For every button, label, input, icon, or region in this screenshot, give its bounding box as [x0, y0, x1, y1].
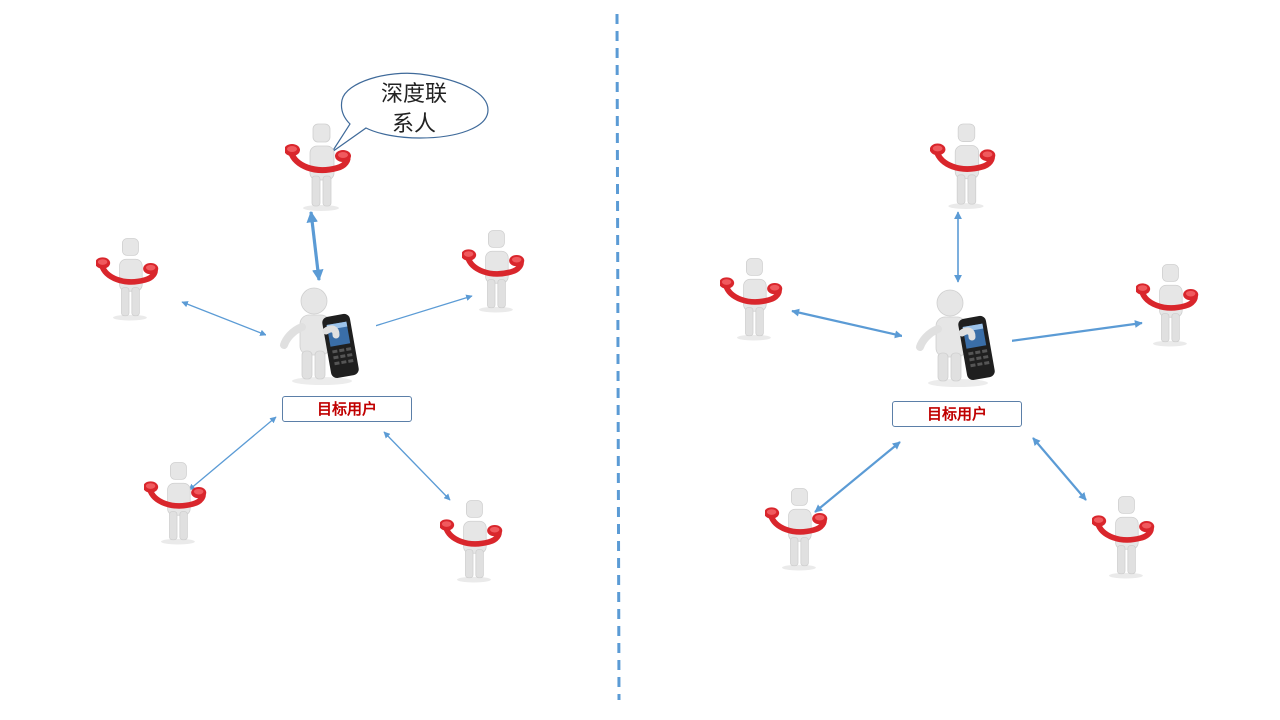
right-panel	[719, 124, 1198, 579]
arrow-bottom-right-contact-r	[1032, 437, 1087, 501]
arrow-bottom-right-contact	[383, 431, 451, 501]
arrow-deep-contact	[306, 210, 324, 282]
target-user-figure-r	[902, 289, 1012, 389]
caller-figure-bottom-right-r	[1091, 496, 1154, 578]
target-user-label-left: 目标用户	[282, 396, 412, 422]
callout-line-2: 系人	[391, 112, 436, 137]
target-user-figure	[266, 287, 376, 387]
callout-bubble	[331, 72, 489, 153]
arrow-bottom-left-contact-r	[814, 441, 901, 513]
left-panel	[95, 72, 524, 582]
caller-figure-left	[95, 238, 158, 320]
caller-figure-left-r	[719, 258, 782, 340]
arrow-bottom-left-contact	[188, 416, 277, 491]
caller-figure-bottom-left-r	[764, 488, 827, 570]
arrow-right-contact	[361, 294, 473, 332]
arrow-left-contact	[181, 301, 267, 336]
caller-figure-top-r	[930, 124, 996, 209]
arrow-right-contact-r	[1002, 320, 1143, 345]
callout-line-1: 深度联	[380, 82, 447, 107]
target-user-label-right: 目标用户	[892, 401, 1022, 427]
caller-figure-right	[461, 230, 524, 312]
caller-figure-bottom-left	[143, 462, 206, 544]
panel-divider	[615, 13, 621, 701]
caller-figure-bottom-right	[439, 500, 502, 582]
callout-text: 深度联 系人	[362, 80, 466, 140]
caller-figure-right-r	[1135, 264, 1198, 346]
arrow-left-contact-r	[791, 308, 903, 339]
